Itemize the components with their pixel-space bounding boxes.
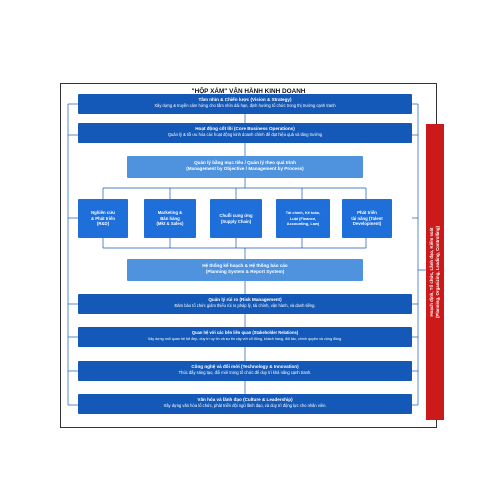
vision-strategy-box: Tầm nhìn & Chiến lược (Vision & Strategy…: [78, 94, 412, 114]
dept-line: Luật (Finance,: [289, 215, 317, 221]
department-rnd: Nghiên cứu & Phát triển (R&D): [78, 199, 128, 238]
dept-line: Nghiên cứu: [91, 210, 115, 216]
risk-management-box: Quản lý rủi ro (Risk Management) Đảm bảo…: [78, 294, 412, 314]
diagram-title: "HỘP XÁM" VẬN HÀNH KINH DOANH: [191, 88, 306, 95]
vision-desc: Xây dựng & truyền cảm hứng cho tầm nhìn …: [154, 103, 336, 108]
department-marketing-sales: Marketing & Bán hàng (Mkt & Sales): [144, 199, 196, 238]
department-finance-law: Tài chính, Kế toán, Luật (Finance, Accou…: [276, 199, 330, 238]
side-line2: (Planning, Organizing, Leading, Controll…: [435, 226, 440, 318]
management-functions-bar: Hoạch định, Tổ chức, Lãnh đạo, Kiểm soát…: [426, 124, 444, 420]
tech-title: Công nghệ và đổi mới (Technology & Innov…: [191, 364, 299, 369]
culture-leadership-box: Văn hóa và lãnh đạo (Culture & Leadershi…: [78, 394, 412, 414]
dept-line: (R&D): [96, 221, 110, 227]
stakeholder-relations-box: Quan hệ với các bên liên quan (Stakehold…: [78, 327, 412, 347]
risk-title: Quản lý rủi ro (Risk Management): [208, 297, 282, 302]
mbo-box: Quản lý bằng mục tiêu / Quản lý theo quá…: [127, 156, 363, 178]
department-talent-development: Phát triển tài năng (Talent Development): [342, 199, 392, 238]
core-operations-box: Hoạt động cốt lõi (Core Business Operati…: [78, 123, 412, 143]
vision-title: Tầm nhìn & Chiến lược (Vision & Strategy…: [198, 97, 292, 102]
dept-line: Chuỗi cung ứng: [219, 212, 253, 218]
dept-line: Development): [352, 221, 382, 227]
planning-line2: (Planning System & Report System): [205, 269, 285, 274]
dept-line: Phát triển: [357, 210, 377, 216]
dept-line: Tài chính, Kế toán,: [285, 210, 321, 216]
dept-line: & Phát triển: [90, 215, 116, 221]
risk-desc: Đảm bảo tổ chức giảm thiểu rủi ro pháp l…: [174, 303, 316, 308]
tech-desc: Thúc đẩy sáng tạo, đổi mới trong tổ chức…: [178, 370, 312, 375]
culture-desc: Xây dựng văn hóa tổ chức, phát triển đội…: [163, 403, 327, 408]
dept-line: (Mkt & Sales): [156, 221, 184, 227]
planning-report-box: Hệ thống kế hoạch & Hệ thống báo cáo (Pl…: [127, 259, 363, 281]
planning-line1: Hệ thống kế hoạch & Hệ thống báo cáo: [202, 263, 288, 268]
technology-innovation-box: Công nghệ và đổi mới (Technology & Innov…: [78, 361, 412, 381]
department-supply-chain: Chuỗi cung ứng (Supply Chain): [210, 199, 262, 238]
dept-line: Marketing &: [157, 210, 183, 216]
core-desc: Quản lý & tối ưu hóa các hoạt động kinh …: [167, 132, 323, 137]
stakeholder-desc: Xây dựng mối quan hệ tốt đẹp, duy trì uy…: [147, 337, 343, 341]
stakeholder-title: Quan hệ với các bên liên quan (Stakehold…: [191, 330, 299, 335]
mbo-line1: Quản lý bằng mục tiêu / Quản lý theo quá…: [194, 160, 296, 165]
dept-line: Bán hàng: [160, 215, 180, 221]
mbo-line2: (Management by Objective / Management by…: [186, 166, 304, 171]
dept-line: Accounting, Law): [286, 221, 320, 227]
culture-title: Văn hóa và lãnh đạo (Culture & Leadershi…: [197, 397, 293, 402]
dept-line: (Supply Chain): [220, 218, 252, 224]
core-title: Hoạt động cốt lõi (Core Business Operati…: [195, 126, 295, 131]
dept-line: tài năng (Talent: [351, 215, 383, 221]
